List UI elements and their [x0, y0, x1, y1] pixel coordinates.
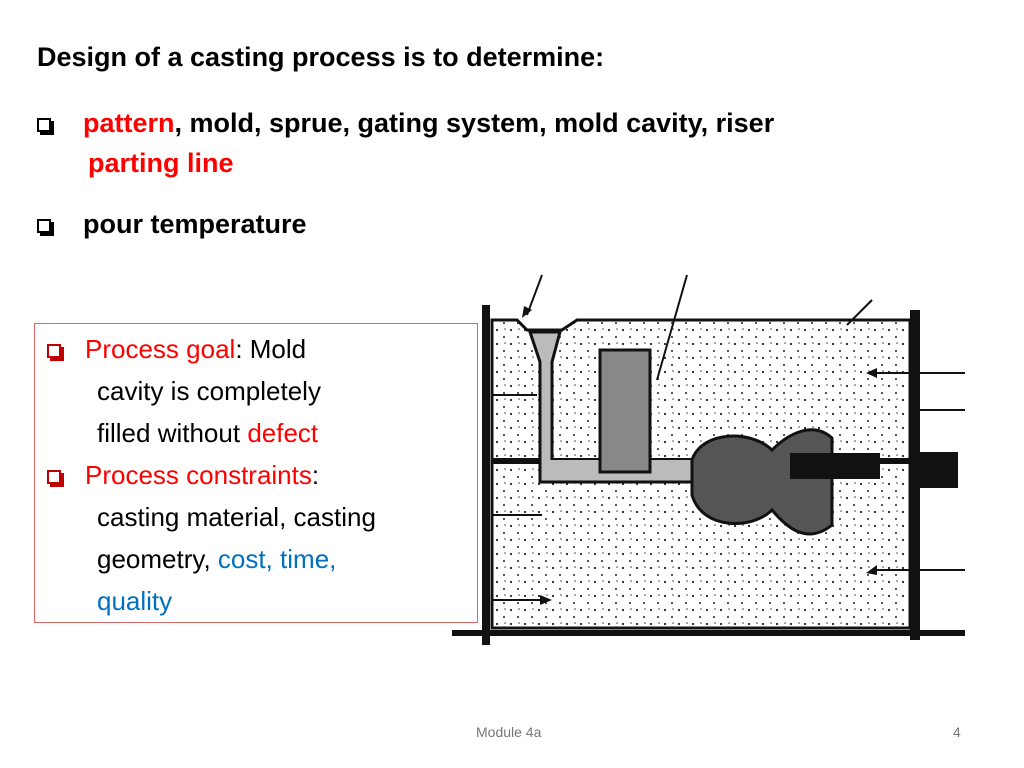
- flask-right-wall: [910, 310, 920, 640]
- cost-time-text: cost, time,: [217, 544, 337, 574]
- constraints-text-1: casting material, casting: [97, 502, 376, 532]
- checkbox-bullet-icon: [47, 470, 61, 485]
- bullet-pour-temperature: pour temperature: [37, 205, 307, 243]
- core: [790, 453, 880, 479]
- flask-bottom: [452, 630, 965, 636]
- goal-colon: :: [235, 334, 243, 364]
- checkbox-bullet-icon: [47, 344, 61, 359]
- process-goal-label: Process goal: [85, 334, 236, 364]
- footer-module: Module 4a: [476, 724, 542, 740]
- process-box: Process goal: Mold cavity is completely …: [34, 323, 478, 623]
- checkbox-bullet-icon: [37, 117, 51, 132]
- mold-cavity: [690, 428, 834, 536]
- riser: [598, 348, 652, 474]
- process-constraints-line-1: Process constraints:: [47, 454, 477, 496]
- slide-number: 4: [953, 724, 961, 740]
- process-goal-line-1: Process goal: Mold: [47, 328, 477, 370]
- flask-pin: [920, 452, 958, 488]
- goal-text-1: Mold: [242, 334, 307, 364]
- constraints-line-2: geometry, cost, time,: [47, 538, 477, 580]
- pour-temperature-text: pour temperature: [83, 209, 307, 239]
- constraints-text-2: geometry,: [97, 544, 218, 574]
- casting-mold-diagram: [452, 274, 965, 645]
- goal-text-2: cavity is completely: [97, 376, 321, 406]
- bullet-pattern: pattern, mold, sprue, gating system, mol…: [37, 104, 774, 142]
- parting-line-text: parting line: [88, 148, 234, 178]
- process-goal-line-3: filled without defect: [47, 412, 477, 454]
- defect-text: defect: [247, 418, 319, 448]
- bullet1-rest: , mold, sprue, gating system, mold cavit…: [174, 108, 775, 138]
- goal-text-3: filled without: [97, 418, 248, 448]
- pattern-text: pattern: [83, 108, 175, 138]
- slide-title: Design of a casting process is to determ…: [37, 42, 605, 72]
- flask-left-wall: [482, 305, 490, 645]
- quality-text: quality: [97, 586, 173, 616]
- constraints-colon: :: [311, 460, 320, 490]
- process-constraints-label: Process constraints: [85, 460, 312, 490]
- checkbox-bullet-icon: [37, 218, 51, 233]
